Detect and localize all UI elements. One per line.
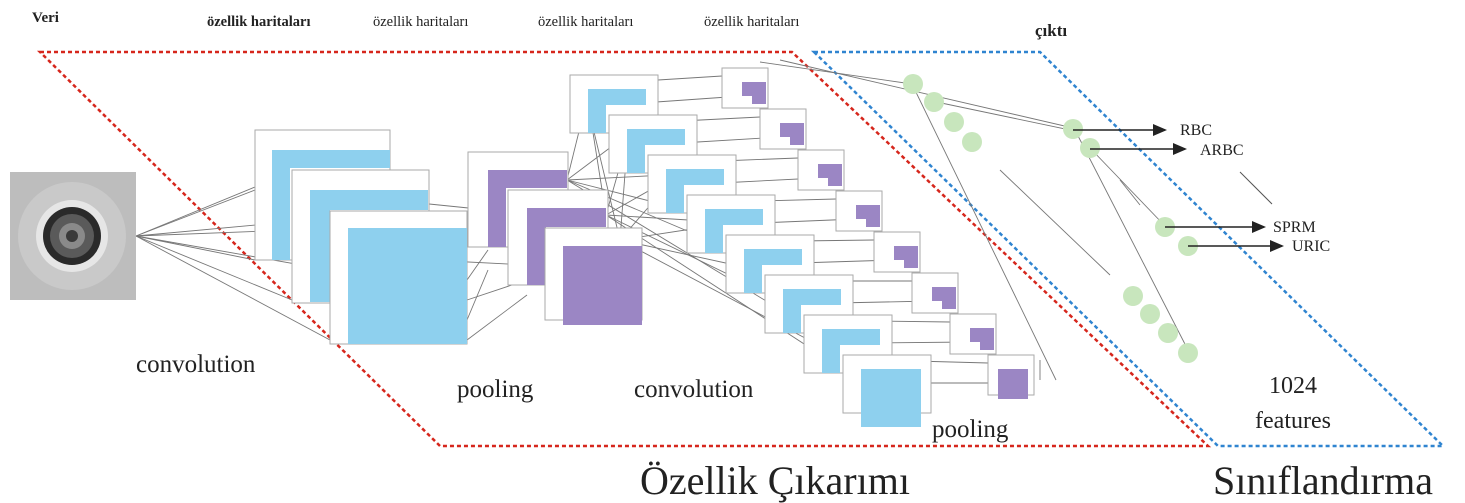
neuron	[1063, 119, 1083, 139]
neuron	[1158, 323, 1178, 343]
input-heading: Veri	[32, 10, 59, 26]
feature-extraction-title: Özellik Çıkarımı	[640, 458, 910, 503]
neuron	[1123, 286, 1143, 306]
connection-line	[779, 59, 1074, 129]
connection-line	[135, 235, 293, 301]
connection-line	[999, 169, 1111, 276]
conv1-feature-maps	[254, 129, 468, 345]
arrow-right-icon	[1252, 221, 1266, 233]
pool2-map	[911, 272, 959, 314]
neuron	[1140, 304, 1160, 324]
output-heading: çıktı	[1035, 21, 1067, 40]
pool2-map	[759, 108, 807, 150]
feature-maps-heading-4: özellik haritaları	[704, 14, 799, 30]
classification-border	[810, 50, 1447, 448]
feature-maps-heading-2: özellik haritaları	[373, 14, 468, 30]
conv2-feature-maps	[569, 74, 932, 427]
pool2-map	[721, 67, 769, 109]
neuron	[944, 112, 964, 132]
pool2-map	[835, 190, 883, 232]
fully-connected-neurons	[903, 74, 1198, 363]
features-word-label: features	[1255, 408, 1331, 434]
features-count-label: 1024	[1269, 373, 1317, 399]
pool2-feature-maps	[721, 67, 1035, 399]
connection-line	[1074, 129, 1189, 351]
connection-line	[926, 99, 1071, 131]
connection-line	[466, 269, 489, 321]
output-label-rbc: RBC	[1180, 122, 1212, 139]
conv2-map	[842, 354, 932, 427]
feature-maps-heading-1: özellik haritaları	[207, 14, 311, 30]
connection-line	[135, 235, 256, 261]
classification-title: Sınıflandırma	[1213, 458, 1433, 503]
conv1-label: convolution	[136, 351, 256, 378]
pool2-map	[873, 231, 921, 273]
connection-line	[135, 189, 256, 237]
feature-extraction-border	[36, 50, 1212, 448]
arrow-right-icon	[1153, 124, 1167, 136]
neuron	[1178, 343, 1198, 363]
connection-line	[466, 249, 489, 281]
neuron	[1080, 138, 1100, 158]
connection-line	[466, 294, 528, 341]
pool2-map	[797, 149, 845, 191]
output-label-uric: URIC	[1292, 238, 1330, 255]
pool1-label: pooling	[457, 376, 534, 403]
arrow-right-icon	[1173, 143, 1187, 155]
conv2-label: convolution	[634, 376, 754, 403]
connection-line	[135, 235, 331, 341]
pool1-feature-maps	[467, 151, 643, 325]
neuron	[924, 92, 944, 112]
neuron	[962, 132, 982, 152]
arrow-right-icon	[1270, 240, 1284, 252]
connection-line	[1119, 179, 1141, 206]
input-image	[10, 172, 136, 300]
pool2-map	[987, 354, 1035, 399]
output-label-arbc: ARBC	[1200, 142, 1244, 159]
connection-line	[135, 179, 273, 237]
output-label-sprm: SPRM	[1273, 219, 1316, 236]
pool2-label: pooling	[932, 416, 1009, 443]
connection-line	[911, 83, 1057, 381]
feature-maps-heading-3: özellik haritaları	[538, 14, 633, 30]
neuron	[903, 74, 923, 94]
output-arrows	[1073, 124, 1284, 252]
connection-line	[1089, 147, 1166, 227]
pool2-map	[949, 313, 997, 355]
